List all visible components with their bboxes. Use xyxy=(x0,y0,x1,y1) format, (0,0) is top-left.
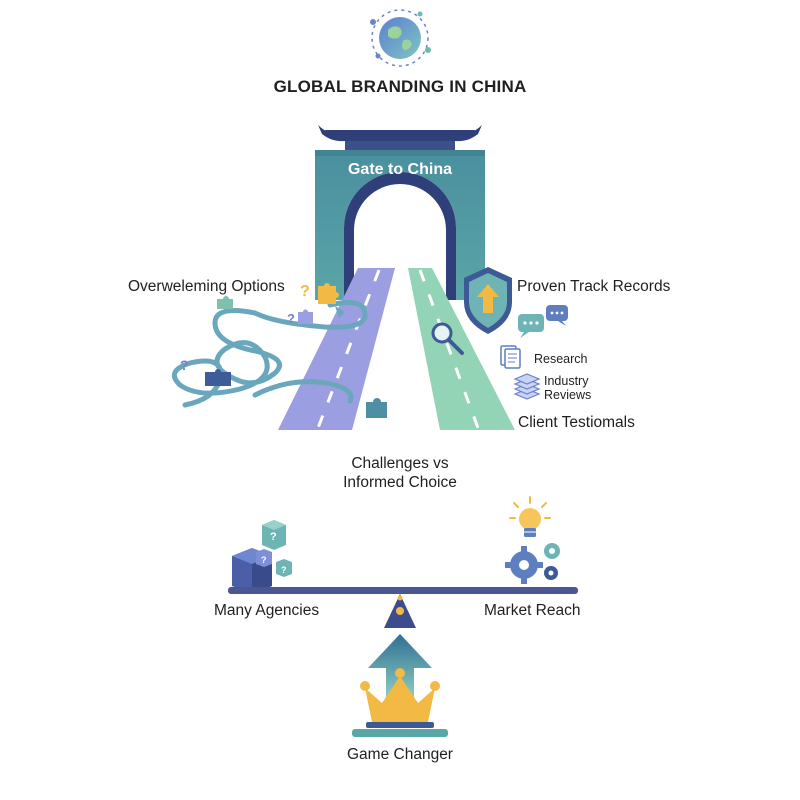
svg-text:?: ? xyxy=(287,311,295,326)
tangled-path-icon xyxy=(171,300,368,408)
page-title: GLOBAL BRANDING IN CHINA xyxy=(273,77,527,96)
question-icon: ? ? ? xyxy=(180,283,310,373)
overwhelming-options-label: Overweleming Options xyxy=(128,278,285,295)
chat-icon xyxy=(518,305,568,338)
svg-text:?: ? xyxy=(270,531,277,543)
stack-icon xyxy=(513,373,541,400)
challenges-caption-line2: Informed Choice xyxy=(343,474,457,491)
market-reach-label: Market Reach xyxy=(484,602,581,619)
magnifier-icon xyxy=(431,322,464,355)
arrow-up-icon xyxy=(368,634,432,700)
industry-reviews-label: Industry Reviews xyxy=(544,374,592,402)
research-label: Research xyxy=(534,352,588,366)
document-icon xyxy=(500,345,521,369)
svg-text:?: ? xyxy=(180,357,189,373)
game-changer-label: Game Changer xyxy=(347,746,453,763)
client-testimonials-label: Client Testiomals xyxy=(518,414,635,431)
lightbulb-icon xyxy=(509,496,551,537)
balance-scale xyxy=(228,587,578,628)
gears-icon xyxy=(505,543,560,584)
svg-text:?: ? xyxy=(261,555,267,565)
cubes-icon: ? ? ? xyxy=(232,520,292,594)
globe-icon xyxy=(370,9,431,67)
shield-arrow-icon xyxy=(464,267,512,334)
gate-label: Gate to China xyxy=(347,161,452,178)
svg-text:?: ? xyxy=(300,283,310,300)
proven-track-records-label: Proven Track Records xyxy=(517,278,671,295)
puzzle-icon xyxy=(205,283,387,418)
right-road xyxy=(408,268,515,430)
gate-icon xyxy=(315,125,485,300)
svg-text:?: ? xyxy=(281,565,287,575)
crown-icon xyxy=(352,668,448,737)
many-agencies-label: Many Agencies xyxy=(214,602,320,619)
challenges-caption-line1: Challenges vs xyxy=(351,455,449,472)
